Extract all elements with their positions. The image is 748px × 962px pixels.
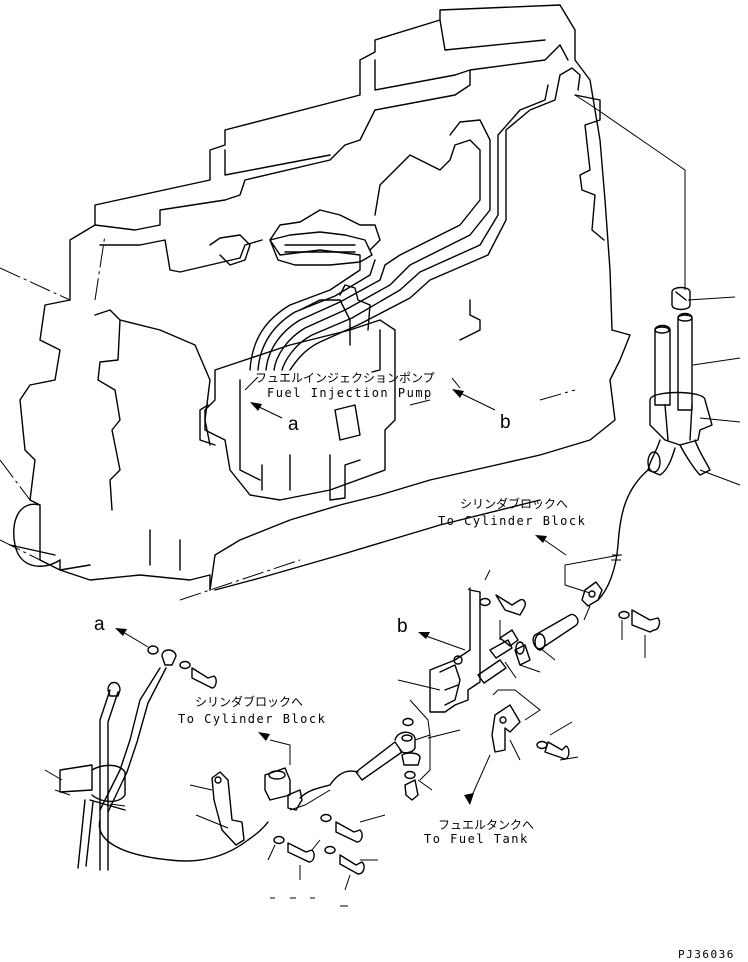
banjo-fitting <box>464 689 579 805</box>
to-cylinder-block-label-en-2: To Cylinder Block <box>178 712 326 726</box>
to-cylinder-block-label-en-1: To Cylinder Block <box>438 514 586 528</box>
ref-b-upper: b <box>500 412 511 433</box>
fuel-hose-upper <box>535 469 649 601</box>
to-fuel-tank-label-en: To Fuel Tank <box>424 832 529 846</box>
fuel-filter-assembly <box>574 94 741 486</box>
fuel-injection-pump-label-en: Fuel Injection Pump <box>267 386 433 400</box>
to-fuel-tank-label-jp: フュエルタンクへ <box>438 818 534 832</box>
labels: フュエルインジェクションポンプ Fuel Injection Pump a b … <box>94 371 735 961</box>
lower-assembly <box>44 628 461 907</box>
to-cylinder-block-label-jp-2: シリンダブロックへ <box>195 694 303 709</box>
bracket-b-assembly <box>397 569 661 736</box>
ref-a-upper: a <box>288 414 299 435</box>
ref-a-lower: a <box>94 614 105 635</box>
fuel-injection-pump-label-jp: フュエルインジェクションポンプ <box>255 371 435 385</box>
upper-callouts <box>244 376 496 419</box>
to-cylinder-block-label-jp-1: シリンダブロックへ <box>460 496 568 511</box>
drawing-code: PJ36036 <box>678 948 735 961</box>
ref-b-lower: b <box>397 616 408 637</box>
engine-block <box>0 4 631 601</box>
